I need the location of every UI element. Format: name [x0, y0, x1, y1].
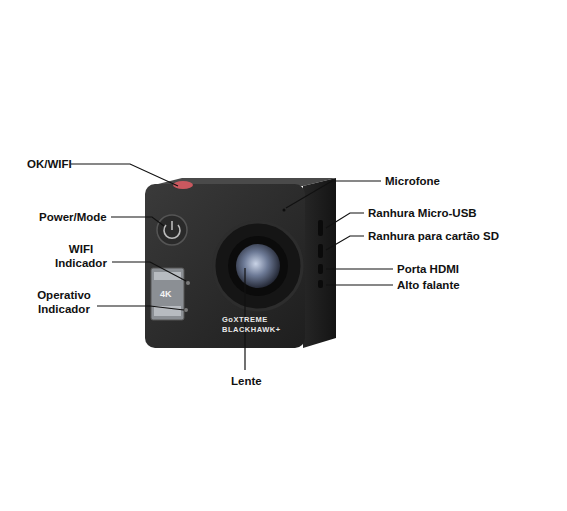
microphone-hole — [283, 209, 286, 212]
power-icon — [171, 221, 173, 230]
leader-line — [112, 262, 186, 281]
usb-port — [318, 220, 323, 236]
status-led — [184, 308, 188, 312]
part-label: Porta HDMI — [397, 262, 459, 276]
camera-front — [145, 184, 305, 348]
speaker — [318, 280, 323, 288]
screen-text: 4K — [160, 289, 172, 300]
part-label: Lente — [231, 374, 262, 388]
leader-line — [71, 164, 178, 186]
part-label: Alto falante — [397, 278, 460, 292]
sd-slot — [318, 244, 323, 258]
wifi-led — [186, 281, 190, 285]
part-label: Ranhura para cartão SD — [368, 229, 499, 243]
leader-line — [286, 181, 381, 208]
part-label: Power/Mode — [39, 210, 107, 224]
leader-line — [326, 284, 393, 285]
leader-line — [326, 213, 364, 228]
part-label: WIFI Indicador — [50, 242, 112, 271]
front-screen — [151, 268, 184, 320]
leader-line — [326, 268, 393, 269]
part-label: Operativo Indicador — [33, 288, 95, 317]
part-label: Microfone — [385, 174, 440, 188]
part-label: OK/WIFI — [27, 157, 72, 171]
leader-line — [111, 217, 164, 226]
model-text: BLACKHAWK+ — [222, 325, 281, 334]
hdmi-port — [318, 264, 323, 274]
camera-side — [303, 178, 336, 348]
power-button — [157, 215, 187, 245]
leader-line — [97, 306, 184, 310]
lens-ring — [214, 222, 302, 310]
lens-glass — [236, 244, 280, 288]
leader-line — [326, 236, 364, 250]
part-label: Ranhura Micro-USB — [368, 206, 477, 220]
brand-text: GoXTREME — [222, 315, 268, 324]
lens-barrel — [228, 236, 288, 296]
